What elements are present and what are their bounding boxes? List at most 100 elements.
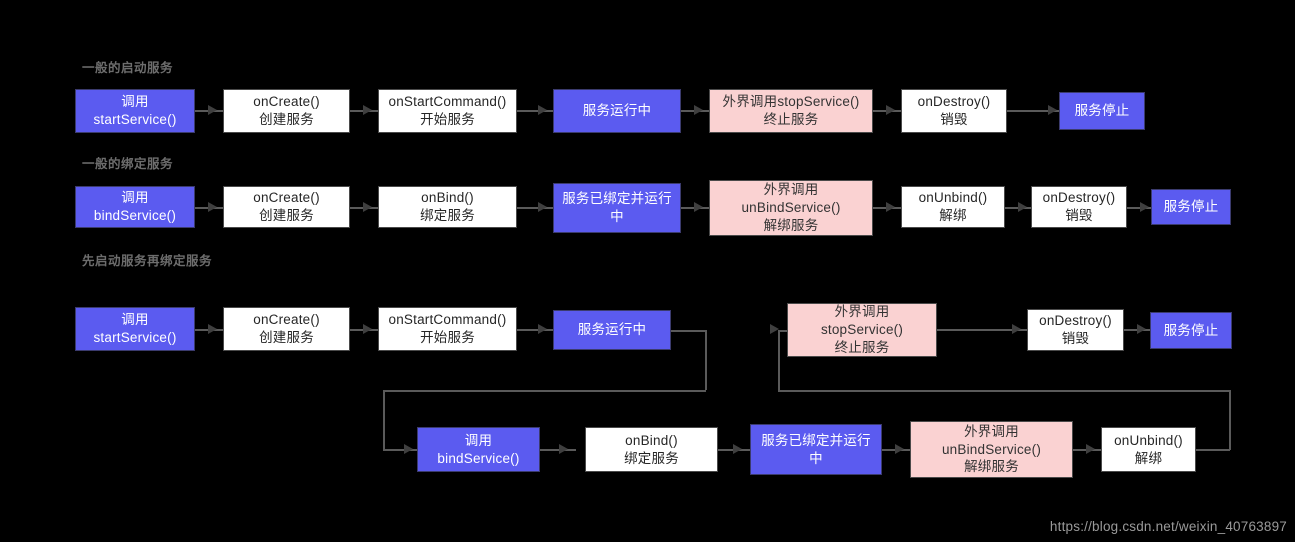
connector-f3-3 — [517, 329, 553, 331]
node-f3-onbind[interactable]: onBind() 绑定服务 — [585, 427, 718, 472]
connector-f1-6 — [1007, 110, 1059, 112]
node-line-1: onCreate() — [253, 312, 320, 328]
node-f1-service-running[interactable]: 服务运行中 — [553, 89, 681, 133]
node-line-2: startService() — [93, 330, 177, 345]
node-line-2: unBindService() — [741, 200, 841, 216]
connector-f2-7 — [1127, 207, 1151, 209]
node-f2-onbind[interactable]: onBind() 绑定服务 — [378, 186, 517, 228]
arrowhead-f3-6 — [895, 444, 904, 454]
node-f3-call-bindservice[interactable]: 调用 bindService() — [417, 427, 540, 472]
node-line-3: 终止服务 — [834, 339, 890, 355]
node-f1-oncreate[interactable]: onCreate() 创建服务 — [223, 89, 350, 133]
node-f3-ondestroy[interactable]: onDestroy() 销毁 — [1027, 309, 1124, 351]
node-line-1: 调用 — [464, 432, 493, 448]
node-f1-stopservice[interactable]: 外界调用stopService() 终止服务 — [709, 89, 873, 133]
arrowhead-f3-destroy-to-stopped — [1137, 324, 1146, 334]
arrowhead-f3-2 — [363, 324, 372, 334]
arrowhead-f3-1 — [208, 324, 217, 334]
node-line-1: 外界调用 — [763, 182, 819, 198]
node-f2-call-bindservice[interactable]: 调用 bindService() — [75, 186, 195, 228]
node-f3-oncreate[interactable]: onCreate() 创建服务 — [223, 307, 350, 351]
connector-f3-long-left — [383, 390, 706, 392]
node-line-3: 解绑服务 — [964, 459, 1019, 475]
node-line-1: 外界调用stopService() — [722, 94, 860, 110]
connector-f3-down-to-bind — [383, 390, 385, 450]
node-f3-service-running[interactable]: 服务运行中 — [553, 310, 671, 350]
connector-f1-3 — [517, 110, 553, 112]
node-f2-service-stopped[interactable]: 服务停止 — [1151, 189, 1231, 225]
node-f3-service-bound-running[interactable]: 服务已绑定并运行 中 — [750, 424, 882, 475]
node-f2-ondestroy[interactable]: onDestroy() 销毁 — [1031, 186, 1127, 228]
node-line-3: 解绑服务 — [763, 217, 819, 233]
arrowhead-f1-1 — [208, 105, 217, 115]
arrowhead-f2-5 — [886, 202, 895, 212]
connector-f3-unbind-left — [778, 390, 1231, 392]
node-line-1: 外界调用 — [834, 304, 890, 320]
node-f3-unbindservice[interactable]: 外界调用 unBindService() 解绑服务 — [910, 421, 1073, 478]
node-line-2: stopService() — [820, 322, 904, 338]
arrowhead-f2-6 — [1018, 202, 1027, 212]
node-f3-stopservice[interactable]: 外界调用 stopService() 终止服务 — [787, 303, 937, 357]
arrowhead-f1-5 — [886, 105, 895, 115]
node-f3-service-stopped[interactable]: 服务停止 — [1150, 312, 1232, 349]
node-f3-call-startservice[interactable]: 调用 startService() — [75, 307, 195, 351]
node-line-1: 服务运行中 — [577, 322, 647, 338]
node-f1-onstartcommand[interactable]: onStartCommand() 开始服务 — [378, 89, 517, 133]
section-label-started-service: 一般的启动服务 — [82, 61, 174, 75]
node-line-2: 开始服务 — [420, 112, 475, 127]
arrowhead-f2-3 — [538, 202, 547, 212]
node-line-2: 绑定服务 — [624, 450, 679, 466]
connector-f3-unbind-right — [1196, 449, 1230, 451]
arrowhead-f2-4 — [694, 202, 703, 212]
connector-f2-3 — [517, 207, 553, 209]
arrowhead-f3-stop-to-destroy — [1012, 324, 1021, 334]
arrowhead-f3-into-stopservice — [770, 324, 779, 334]
node-line-1: onStartCommand() — [388, 94, 507, 110]
connector-f3-4 — [540, 449, 576, 451]
arrowhead-f2-2 — [363, 202, 372, 212]
node-line-2: bindService() — [93, 208, 177, 223]
node-line-2: bindService() — [437, 450, 520, 466]
node-line-2: 解绑 — [1134, 450, 1163, 466]
watermark-url: https://blog.csdn.net/weixin_40763897 — [1049, 519, 1287, 534]
node-line-2: 终止服务 — [763, 112, 819, 127]
node-line-2: 开始服务 — [420, 330, 475, 345]
node-f3-onunbind[interactable]: onUnbind() 解绑 — [1101, 427, 1196, 472]
arrowhead-f2-7 — [1140, 202, 1149, 212]
node-f1-ondestroy[interactable]: onDestroy() 销毁 — [901, 89, 1007, 133]
node-line-1: onBind() — [625, 432, 678, 448]
node-line-2: 创建服务 — [259, 330, 314, 345]
node-line-1: onUnbind() — [918, 190, 988, 206]
node-line-1: onCreate() — [253, 94, 320, 110]
node-line-2: 销毁 — [1061, 331, 1090, 346]
node-line-2: 销毁 — [1065, 208, 1093, 223]
node-f2-service-bound-running[interactable]: 服务已绑定并运行 中 — [553, 183, 681, 233]
node-line-2: 绑定服务 — [420, 208, 475, 223]
node-f1-call-startservice[interactable]: 调用 startService() — [75, 89, 195, 133]
node-line-2: 创建服务 — [259, 112, 314, 127]
connector-f3-into-bind — [383, 449, 417, 451]
arrowhead-f3-5 — [733, 444, 742, 454]
connector-f3-running-down — [705, 330, 707, 390]
node-line-1: onDestroy() — [1042, 190, 1116, 206]
node-f1-service-stopped[interactable]: 服务停止 — [1059, 92, 1145, 130]
node-line-2: 解绑 — [939, 208, 967, 223]
connector-f3-stop-to-destroy — [937, 329, 1027, 331]
node-f2-unbindservice[interactable]: 外界调用 unBindService() 解绑服务 — [709, 180, 873, 236]
node-line-1: onBind() — [421, 190, 474, 206]
node-f2-oncreate[interactable]: onCreate() 创建服务 — [223, 186, 350, 228]
arrowhead-f1-3 — [538, 105, 547, 115]
section-label-started-then-bound-service: 先启动服务再绑定服务 — [82, 254, 213, 268]
node-line-1: onDestroy() — [1039, 313, 1112, 329]
node-line-2: 创建服务 — [259, 208, 314, 223]
arrowhead-f3-into-bind — [404, 444, 413, 454]
node-f3-onstartcommand[interactable]: onStartCommand() 开始服务 — [378, 307, 517, 351]
node-line-1: onDestroy() — [917, 94, 991, 110]
node-line-1: 调用 — [121, 190, 149, 206]
node-line-2: 中 — [610, 209, 624, 224]
node-f2-onunbind[interactable]: onUnbind() 解绑 — [901, 186, 1005, 228]
node-line-1: 外界调用 — [964, 423, 1019, 439]
arrowhead-f1-4 — [694, 105, 703, 115]
node-line-1: 服务已绑定并运行 — [761, 432, 871, 448]
